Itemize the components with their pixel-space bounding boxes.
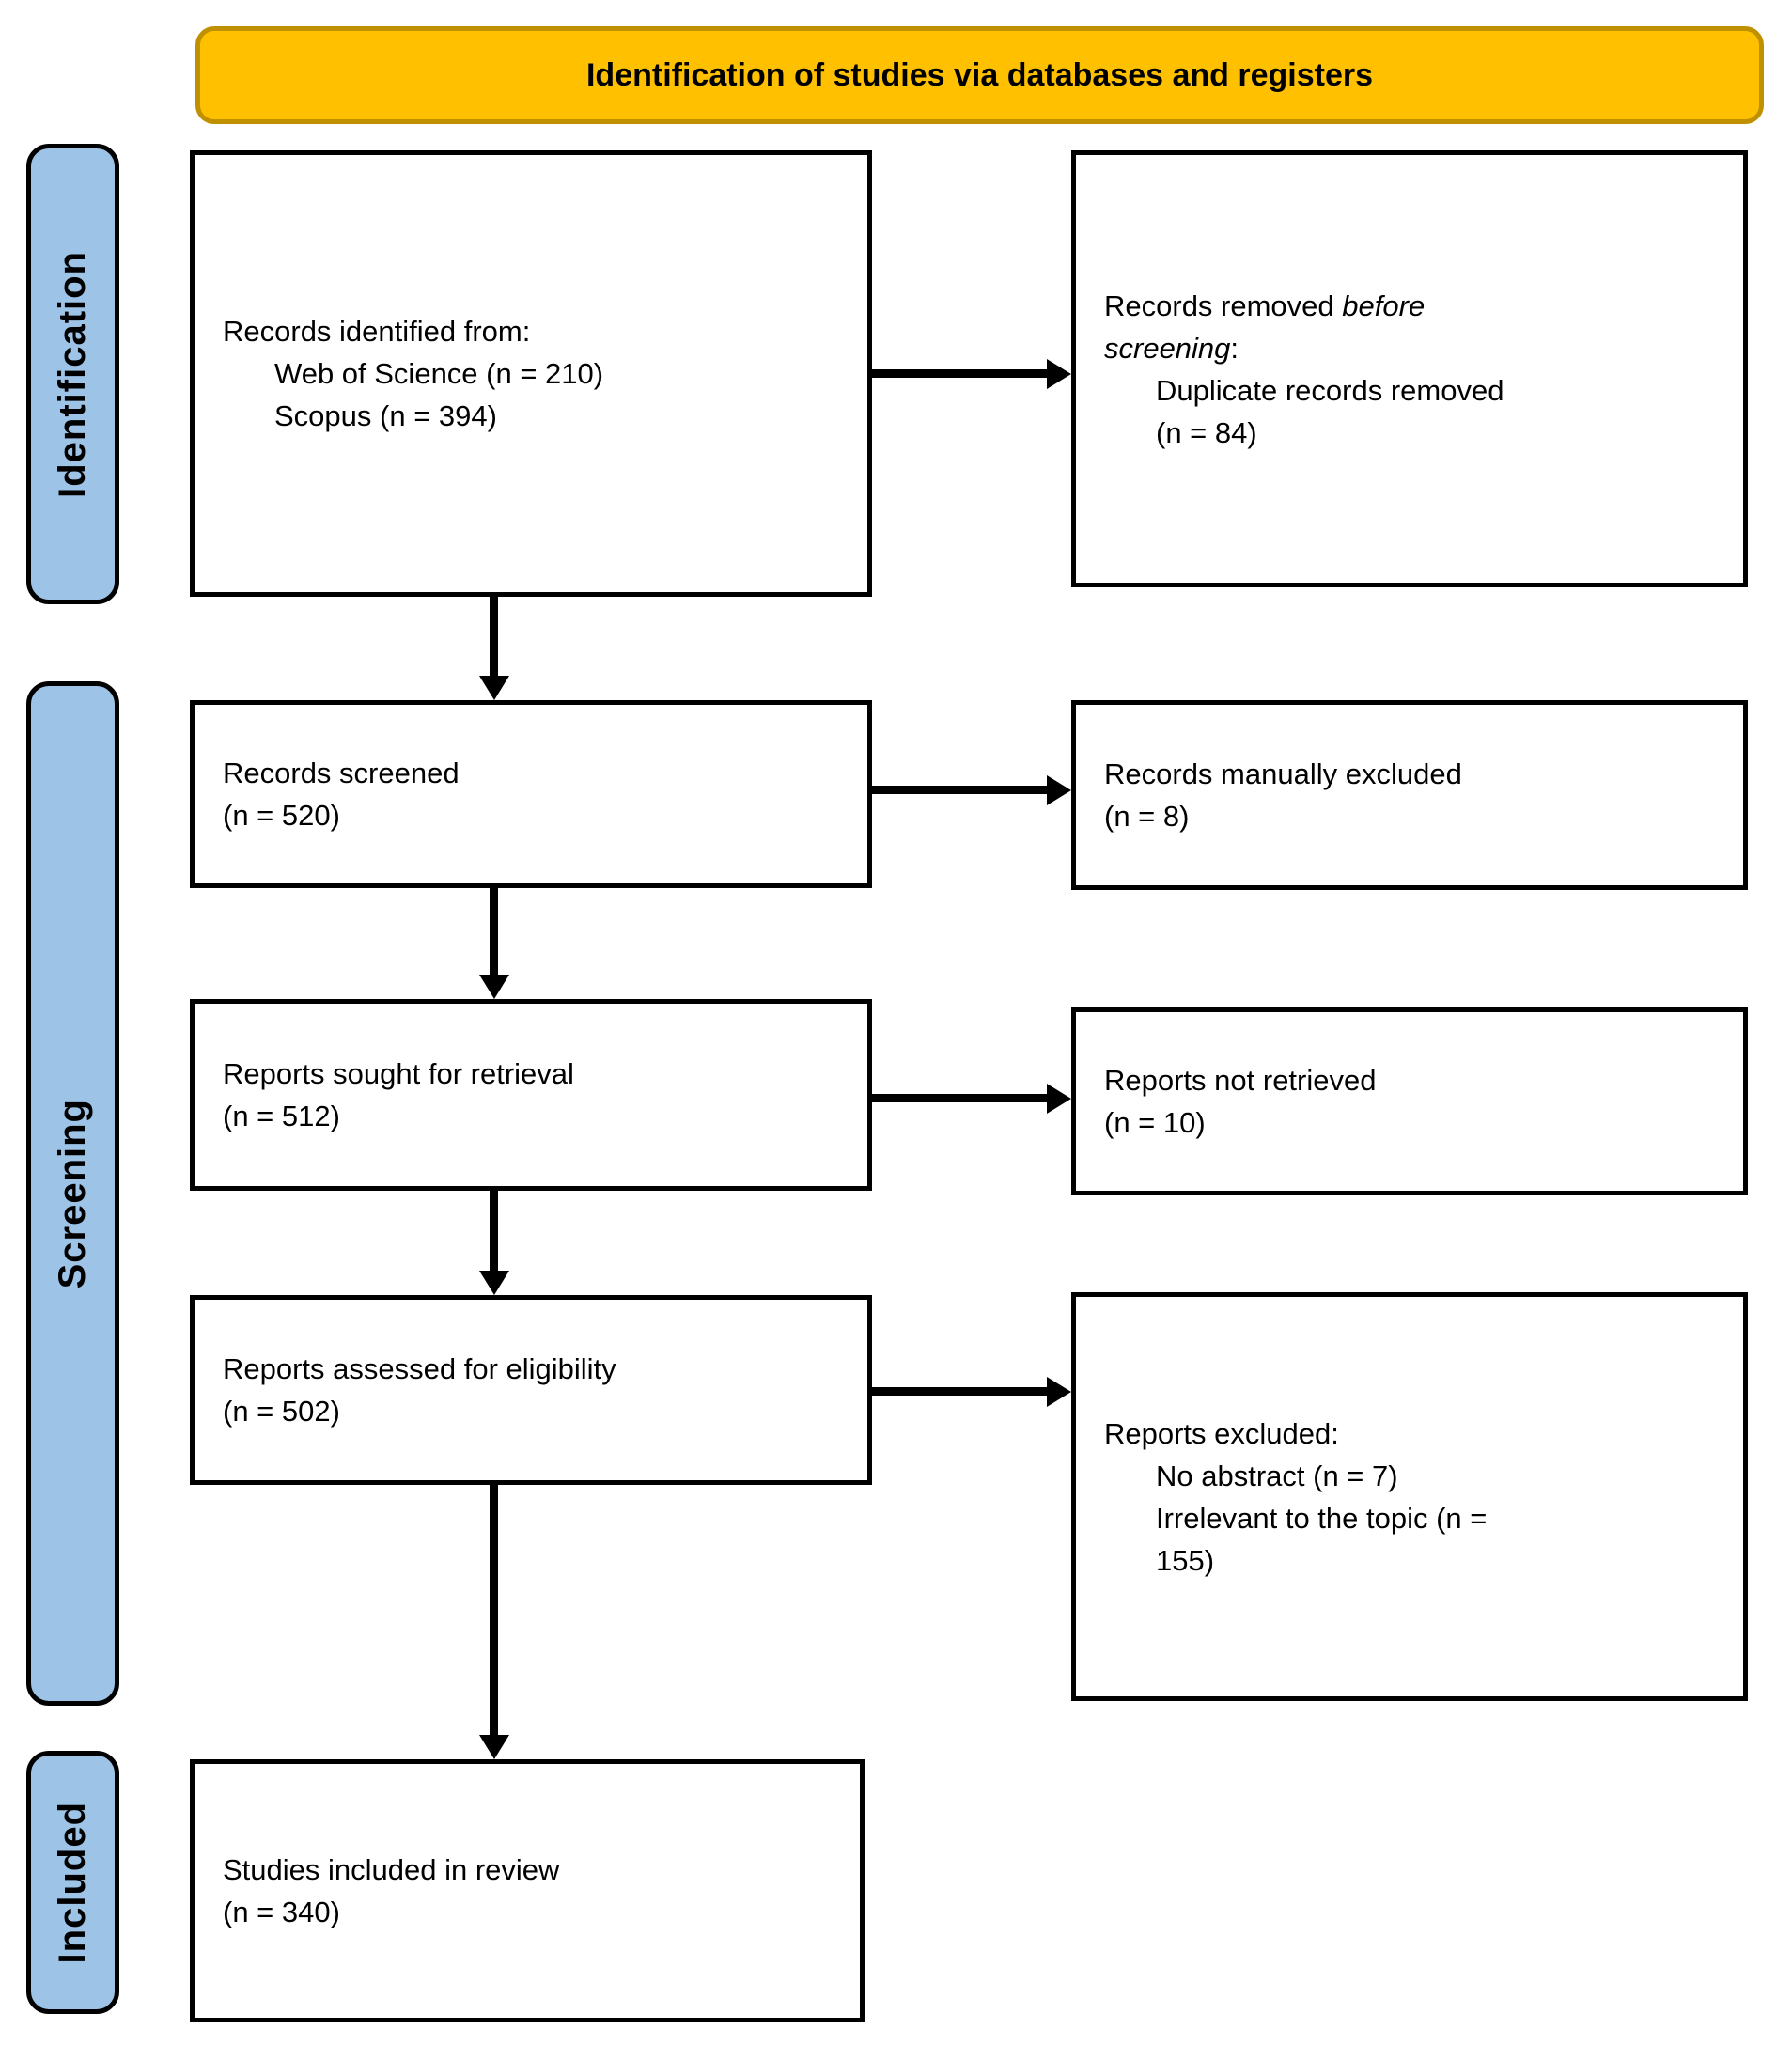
box-text-line: Scopus (n = 394) — [274, 399, 497, 432]
box-text-line: Records screened — [223, 757, 460, 789]
arrow-identified-to-removed-icon — [872, 369, 1047, 378]
box-text-line: (n = 84) — [1156, 415, 1257, 449]
box-text-line: Reports sought for retrieval — [223, 1057, 574, 1090]
box-text-line: screening: — [1104, 331, 1239, 365]
arrow-identified-to-screened-icon — [490, 597, 498, 676]
box-reports-sought-for-retrieval: Reports sought for retrieval (n = 512) — [190, 999, 872, 1191]
stage-label-screening-text: Screening — [52, 1098, 93, 1289]
box-text-line: (n = 8) — [1104, 800, 1190, 833]
arrow-screened-to-sought-icon — [490, 888, 498, 975]
box-text-line: Reports excluded: — [1104, 1416, 1339, 1450]
box-text-line: No abstract (n = 7) — [1156, 1459, 1398, 1492]
arrow-assessed-to-included-icon — [490, 1485, 498, 1735]
stage-label-included: Included — [26, 1751, 119, 2014]
box-text-line: Duplicate records removed — [1156, 373, 1504, 407]
box-text-line: Records removed before — [1104, 289, 1426, 322]
box-text-line: Reports not retrieved — [1104, 1064, 1377, 1097]
arrow-sought-to-assessed-icon — [490, 1191, 498, 1271]
box-reports-not-retrieved: Reports not retrieved (n = 10) — [1071, 1007, 1748, 1195]
arrow-assessed-to-excluded-icon — [872, 1387, 1047, 1396]
box-studies-included-in-review: Studies included in review (n = 340) — [190, 1759, 865, 2022]
box-reports-assessed-for-eligibility: Reports assessed for eligibility (n = 502… — [190, 1295, 872, 1485]
box-records-screened: Records screened (n = 520) — [190, 700, 872, 888]
box-text-line: Records identified from: — [223, 315, 531, 348]
stage-label-included-text: Included — [52, 1801, 93, 1964]
box-text-line: Reports assessed for eligibility — [223, 1352, 616, 1385]
box-records-identified: Records identified from: Web of Science (… — [190, 150, 872, 597]
box-records-removed-before-screening: Records removed before screening: Duplicat… — [1071, 150, 1748, 587]
stage-label-identification: Identification — [26, 144, 119, 604]
box-text-line: (n = 512) — [223, 1100, 340, 1132]
box-text-line: Web of Science (n = 210) — [274, 357, 604, 390]
box-text-line: (n = 502) — [223, 1395, 340, 1428]
arrow-screened-to-manually-excluded-icon — [872, 786, 1047, 794]
box-text-line: Irrelevant to the topic (n = — [1156, 1501, 1488, 1535]
title-banner-label: Identification of studies via databases … — [585, 56, 1374, 93]
arrow-sought-to-not-retrieved-icon — [872, 1094, 1047, 1102]
box-text-line: (n = 10) — [1104, 1106, 1206, 1139]
box-reports-excluded: Reports excluded: No abstract (n = 7) Irre… — [1071, 1292, 1748, 1701]
stage-label-screening: Screening — [26, 681, 119, 1706]
box-text-line: Records manually excluded — [1104, 757, 1462, 790]
box-text-line: Studies included in review — [223, 1853, 560, 1886]
stage-label-identification-text: Identification — [52, 250, 93, 498]
box-records-manually-excluded: Records manually excluded (n = 8) — [1071, 700, 1748, 890]
title-banner: Identification of studies via databases … — [195, 26, 1764, 124]
box-text-line: (n = 520) — [223, 799, 340, 832]
box-text-line: (n = 340) — [223, 1896, 340, 1928]
box-text-line: 155) — [1156, 1543, 1215, 1577]
